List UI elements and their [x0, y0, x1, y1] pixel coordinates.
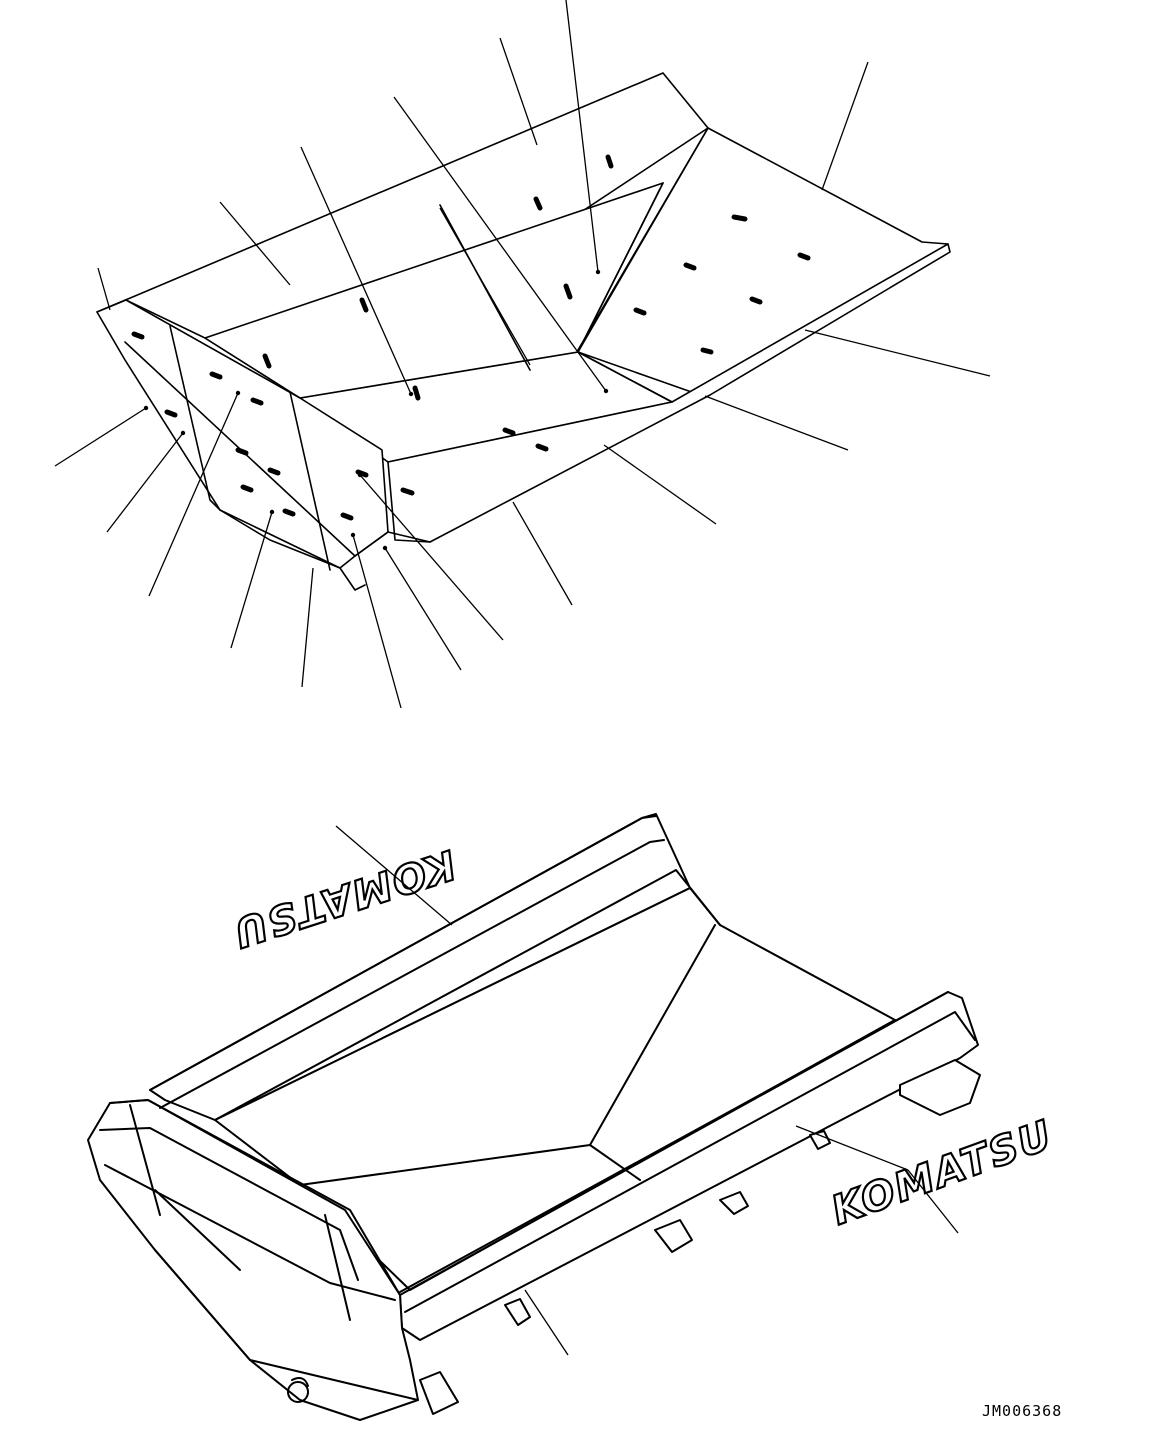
tail-frame-inner-1	[99, 1127, 359, 1281]
dump-body-view: KOMATSU KOMATSU	[87, 813, 1061, 1421]
left-top-rail	[149, 815, 657, 1091]
left-rail-inner-edge	[214, 869, 721, 1121]
callout-leaders-bottom	[335, 825, 959, 1356]
mounting-slot-holes	[131, 154, 811, 521]
floor-crease-long	[589, 924, 716, 1146]
liner-plates-view	[54, 0, 991, 709]
drawing-reference-code: JM006368	[982, 1402, 1063, 1420]
floor-rear-edge	[299, 1144, 591, 1186]
right-side-liner-strip	[387, 243, 951, 543]
top-edge	[577, 127, 709, 351]
tail-frame-lower-2	[154, 1189, 241, 1271]
callout-dots-top	[143, 269, 609, 551]
tail-frame-top	[109, 1099, 401, 1296]
tail-frame-post-2	[324, 1214, 351, 1321]
tail-plate-lower-edge	[219, 509, 366, 591]
right-top-rail-inner	[404, 1011, 976, 1313]
tow-hook-loop-icon	[291, 1377, 309, 1387]
tail-plate-seam-2	[289, 391, 331, 571]
tail-frame-lower	[154, 1249, 419, 1401]
tail-plate-seam-1	[169, 325, 221, 511]
right-rail-inner-edge	[409, 1019, 896, 1291]
floor-crease-short	[589, 1144, 641, 1181]
left-top-rail-inner	[159, 839, 665, 1109]
svg-text:KOMATSU: KOMATSU	[826, 1112, 1060, 1235]
underside-brackets	[419, 1059, 981, 1415]
tail-frame-post-1	[129, 1104, 161, 1216]
tow-hook-icon	[287, 1381, 309, 1403]
logo-decal-bottom: KOMATSU	[825, 1111, 1061, 1236]
callout-leaders-top	[54, 0, 991, 709]
tail-frame-inner-2	[104, 1164, 396, 1301]
